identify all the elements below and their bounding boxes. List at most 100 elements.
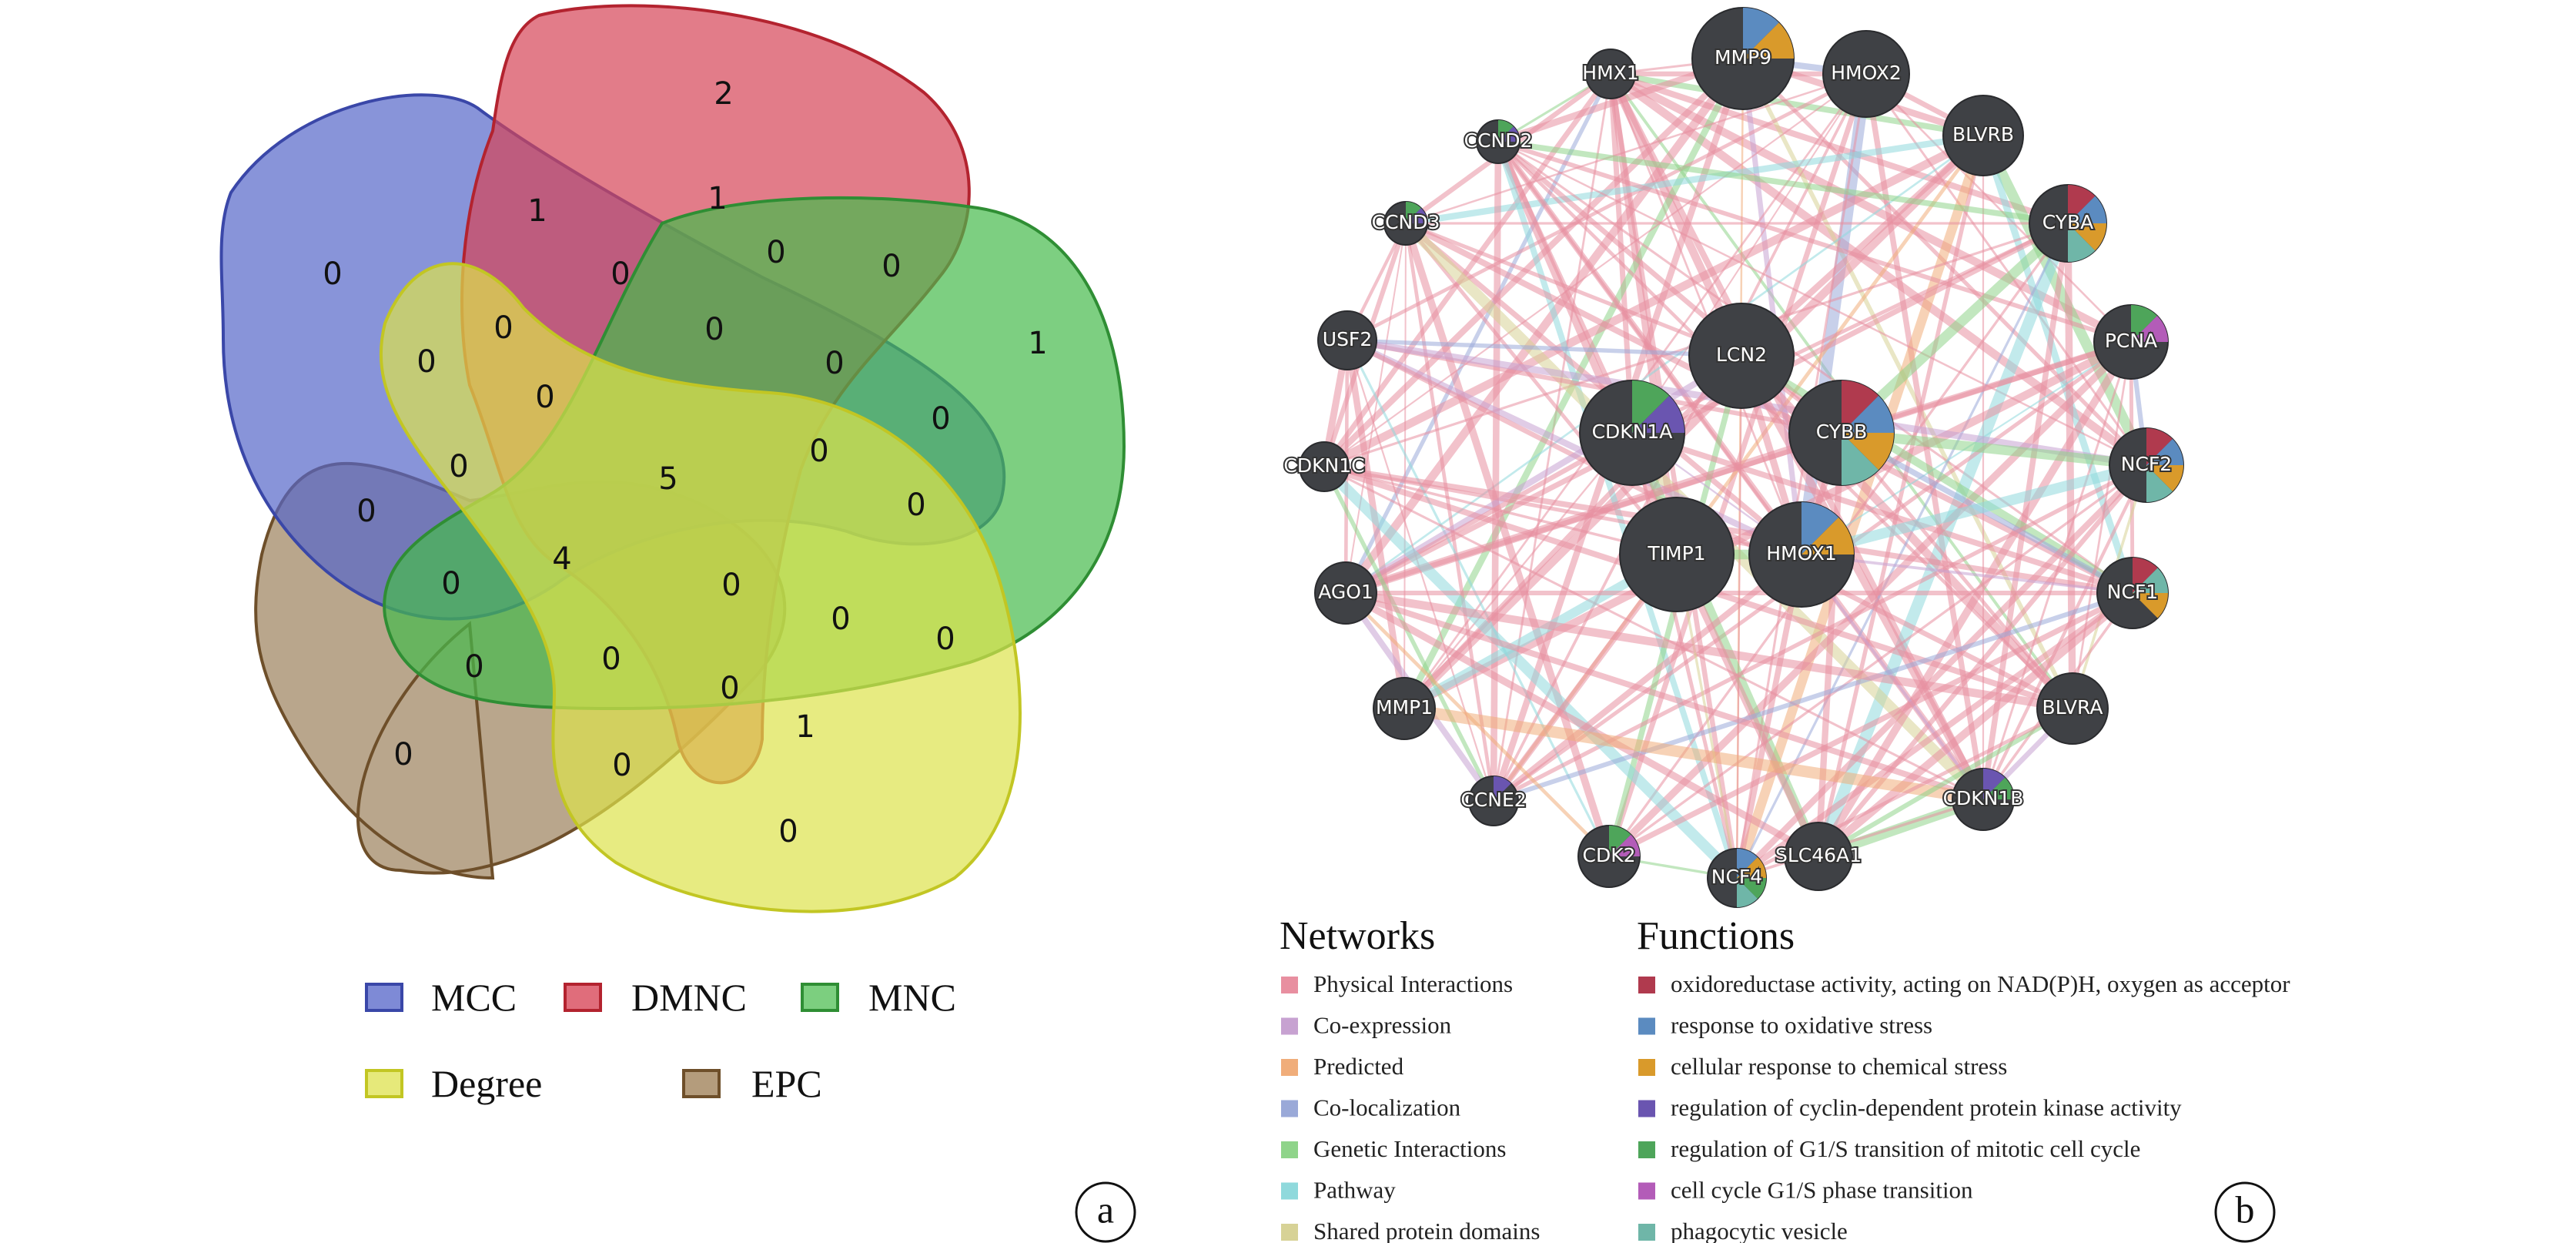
node-label: CYBA bbox=[2042, 211, 2094, 233]
network-node-cdkn1b[interactable]: CDKN1B bbox=[1942, 768, 2025, 831]
node-function-slice bbox=[1983, 769, 2006, 799]
network-node-hmox2[interactable]: HMOX2 bbox=[1822, 30, 1910, 118]
node-function-slice bbox=[2068, 185, 2096, 223]
network-edge bbox=[1815, 429, 1845, 860]
network-edge bbox=[1403, 221, 1496, 803]
network-node-slc46a1[interactable]: SLC46A1 bbox=[1774, 822, 1863, 891]
venn-count: 0 bbox=[809, 434, 828, 469]
venn-diagram: 2 1 1 0 0 0 0 0 0 1 0 0 0 0 0 5 0 0 0 0 … bbox=[219, 4, 1136, 1243]
legend-item-mcc: MCC bbox=[365, 976, 517, 1019]
network-edge bbox=[1346, 339, 1611, 858]
functions-legend-item: regulation of G1/S transition of mitotic… bbox=[1638, 1135, 2140, 1162]
node-function-slice bbox=[1609, 834, 1640, 856]
venn-count: 0 bbox=[831, 601, 850, 637]
node-circle bbox=[1688, 303, 1795, 409]
legend-label-epc: EPC bbox=[751, 1062, 822, 1105]
legend-swatch bbox=[1281, 1059, 1298, 1076]
network-node-ncf2[interactable]: NCF2 bbox=[2109, 427, 2184, 503]
node-circle bbox=[1784, 822, 1853, 891]
node-function-slice bbox=[1737, 878, 1758, 907]
network-edge bbox=[1814, 588, 2137, 861]
node-label: BLVRB bbox=[1952, 123, 2014, 146]
network-node-pcna[interactable]: PCNA bbox=[2093, 304, 2169, 380]
node-function-slice bbox=[1494, 776, 1511, 801]
network-edge bbox=[1403, 431, 1634, 710]
node-label: CDK2 bbox=[1582, 844, 1635, 866]
network-node-usf2[interactable]: USF2 bbox=[1317, 310, 1377, 370]
network-edge bbox=[1403, 223, 1407, 709]
node-label: CDKN1C bbox=[1283, 454, 1364, 477]
network-edge bbox=[1737, 351, 1988, 804]
venn-count: 0 bbox=[323, 256, 342, 292]
networks-legend-item: Co-localization bbox=[1281, 1094, 1461, 1121]
node-function-slice bbox=[2068, 223, 2096, 262]
venn-legend: MCC DMNC MNC Degree EPC bbox=[365, 976, 956, 1105]
functions-legend-item: response to oxidative stress bbox=[1638, 1012, 1932, 1039]
node-circle bbox=[1822, 30, 1910, 118]
node-function-slice bbox=[2068, 196, 2106, 223]
legend-swatch-degree bbox=[365, 1069, 403, 1098]
network-edge bbox=[1606, 590, 2136, 859]
networks-legend-item: Genetic Interactions bbox=[1281, 1135, 1506, 1162]
venn-set-degree bbox=[379, 262, 1022, 913]
node-label: CCND3 bbox=[1372, 211, 1440, 233]
network-node-ago1[interactable]: AGO1 bbox=[1314, 561, 1377, 625]
legend-label: response to oxidative stress bbox=[1671, 1012, 1932, 1039]
venn-count: 0 bbox=[493, 310, 513, 346]
network-node-lcn2[interactable]: LCN2 bbox=[1688, 303, 1795, 409]
functions-legend-item: regulation of cyclin-dependent protein k… bbox=[1638, 1094, 2182, 1121]
network-node-mmp9[interactable]: MMP9 bbox=[1691, 7, 1795, 110]
legend-swatch bbox=[1638, 1100, 1655, 1117]
venn-count: 0 bbox=[611, 256, 630, 292]
network-node-cdkn1a[interactable]: CDKN1A bbox=[1579, 380, 1685, 486]
network-edge bbox=[1323, 465, 1985, 801]
legend-item-mnc: MNC bbox=[801, 976, 956, 1019]
panel-label-b: b bbox=[2214, 1181, 2276, 1243]
network-edge bbox=[1490, 590, 2136, 804]
network-edge bbox=[1800, 553, 2134, 595]
node-function-slice bbox=[1842, 395, 1894, 433]
network-edge bbox=[1733, 461, 2150, 882]
node-label: SLC46A1 bbox=[1775, 844, 1862, 866]
node-label: USF2 bbox=[1323, 328, 1372, 350]
network-node-ccnd3[interactable]: CCND3 bbox=[1370, 201, 1441, 246]
network-node-hmx1[interactable]: HMX1 bbox=[1581, 49, 1641, 99]
node-label: TIMP1 bbox=[1647, 542, 1705, 565]
network-edge bbox=[1345, 72, 1868, 343]
node-label: HMOX1 bbox=[1766, 542, 1836, 565]
venn-count: 2 bbox=[714, 76, 733, 112]
legend-swatch-epc bbox=[682, 1069, 721, 1098]
legend-swatch bbox=[1281, 1182, 1298, 1200]
network-node-ncf1[interactable]: NCF1 bbox=[2096, 557, 2169, 629]
venn-count: 0 bbox=[704, 312, 724, 347]
node-label: NCF4 bbox=[1711, 866, 1762, 888]
node-label: CYBB bbox=[1816, 420, 1868, 443]
legend-swatch bbox=[1281, 1017, 1298, 1035]
venn-count: 0 bbox=[601, 642, 621, 677]
network-node-hmox1[interactable]: HMOX1 bbox=[1748, 501, 1855, 608]
network-node-cdkn1c[interactable]: CDKN1C bbox=[1282, 441, 1367, 492]
network-edge bbox=[1343, 430, 1635, 596]
network-node-cyba[interactable]: CYBA bbox=[2029, 184, 2107, 263]
network-node-ccne2[interactable]: CCNE2 bbox=[1459, 776, 1528, 826]
node-label: HMX1 bbox=[1582, 62, 1638, 84]
network-node-mmp1[interactable]: MMP1 bbox=[1373, 677, 1436, 740]
network-edge bbox=[1401, 353, 1745, 712]
panel-letter-a: a bbox=[1097, 1188, 1114, 1231]
legend-swatch-dmnc bbox=[564, 983, 602, 1012]
network-node-ncf4[interactable]: NCF4 bbox=[1707, 848, 1767, 908]
network-node-cdk2[interactable]: CDK2 bbox=[1577, 825, 1641, 888]
network-node-cybb[interactable]: CYBB bbox=[1788, 380, 1895, 486]
network-edge bbox=[1322, 464, 1496, 803]
network-node-ccnd2[interactable]: CCND2 bbox=[1463, 119, 1534, 164]
legend-swatch bbox=[1638, 1141, 1655, 1158]
network-edge bbox=[1404, 72, 1868, 225]
network-node-blvra[interactable]: BLVRA bbox=[2036, 672, 2109, 745]
networks-legend: Networks Physical InteractionsCo-express… bbox=[1280, 914, 1540, 1243]
legend-swatch bbox=[1638, 1017, 1655, 1035]
network-node-timp1[interactable]: TIMP1 bbox=[1619, 497, 1735, 612]
network-edge bbox=[1323, 465, 1678, 556]
network-node-blvrb[interactable]: BLVRB bbox=[1942, 95, 2024, 176]
node-function-slice bbox=[2131, 316, 2168, 342]
